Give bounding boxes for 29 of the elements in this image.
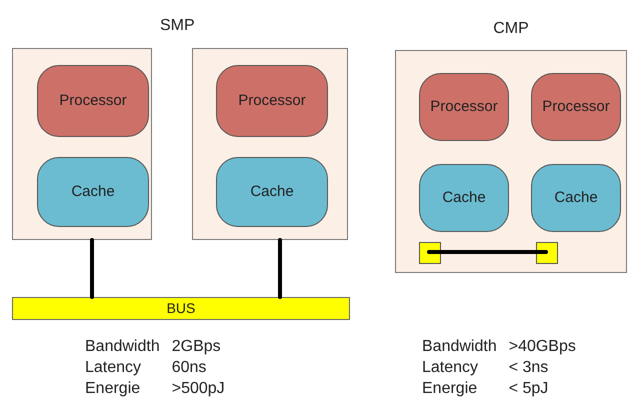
cache-box: Cache <box>37 157 149 227</box>
metric-name: Latency <box>422 358 480 378</box>
metric-value: 60ns <box>172 358 208 378</box>
cache-box: Cache <box>531 164 621 232</box>
heading: SMP <box>160 16 195 36</box>
bus-bar: BUS <box>12 297 350 320</box>
processor-box: Processor <box>216 65 328 137</box>
connector-line <box>278 238 282 299</box>
port-square <box>536 242 558 264</box>
metric-value: < 5pJ <box>508 379 550 399</box>
metric-value: >500pJ <box>172 379 225 399</box>
metric-name: Bandwidth <box>422 337 497 357</box>
connector-line <box>427 250 548 254</box>
metric-name: Energie <box>85 379 142 399</box>
system-box <box>12 48 152 240</box>
metric-name: Bandwidth <box>85 337 160 357</box>
metric-name: Energie <box>422 379 478 399</box>
processor-box: Processor <box>531 73 621 141</box>
processor-box: Processor <box>37 65 149 137</box>
processor-box: Processor <box>419 73 509 141</box>
connector-line <box>90 238 94 299</box>
metric-value: 2GBps <box>172 337 222 357</box>
metric-value: >40GBps <box>508 337 576 357</box>
system-box <box>192 48 348 240</box>
metric-name: Latency <box>85 358 142 378</box>
cache-box: Cache <box>419 164 509 232</box>
cache-box: Cache <box>216 157 328 227</box>
metric-value: < 3ns <box>508 358 550 378</box>
heading: CMP <box>492 19 530 39</box>
